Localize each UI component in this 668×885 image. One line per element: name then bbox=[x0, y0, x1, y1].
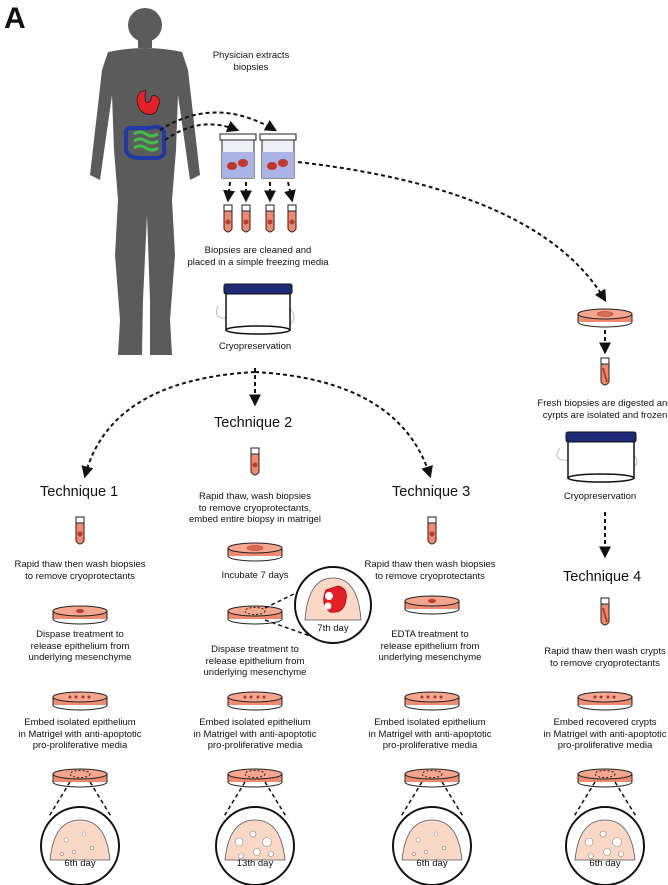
arrows-to-tubes bbox=[223, 181, 296, 203]
technique-2-step-4: Embed isolated epithelium in Matrigel wi… bbox=[193, 717, 317, 751]
technique-3-step-3: Embed isolated epithelium in Matrigel wi… bbox=[368, 717, 492, 751]
technique-1-organoid-zoom bbox=[40, 781, 120, 885]
technique-4-organoid-zoom bbox=[565, 781, 645, 885]
technique-3-tube bbox=[427, 516, 437, 545]
technique-4-step-1: Rapid thaw then wash crypts to remove cr… bbox=[544, 646, 666, 669]
freezing-tubes bbox=[223, 204, 297, 233]
technique-4-dish-culture bbox=[577, 768, 633, 788]
technique-4-tube bbox=[600, 597, 610, 626]
procedure-icons: 6th day 7th day 13th day 6th day 6th day bbox=[40, 308, 645, 885]
arrow-to-technique-3 bbox=[254, 371, 433, 479]
freezing-tube-4 bbox=[287, 204, 297, 233]
technique-1-step-2: Dispase treatment to release epithelium … bbox=[28, 629, 132, 663]
technique-2-inset-zoom bbox=[264, 566, 372, 644]
crypt-freezing-tube bbox=[600, 357, 610, 386]
day-label: 7th day bbox=[317, 623, 348, 634]
arrow-to-technique-1 bbox=[81, 371, 256, 479]
label-fresh-biopsies: Fresh biopsies are digested and cyrpts a… bbox=[537, 398, 668, 421]
biopsy-jar-1 bbox=[219, 133, 257, 179]
technique-2-step-1: Rapid thaw, wash biopsies to remove cryo… bbox=[188, 491, 321, 525]
technique-3-step-2: EDTA treatment to release epithelium fro… bbox=[378, 629, 482, 663]
technique-3-dish-embed bbox=[404, 691, 460, 711]
technique-2-tube bbox=[250, 447, 260, 476]
day-label: 6th day bbox=[416, 858, 447, 869]
technique-3-title: Technique 3 bbox=[392, 484, 471, 500]
label-physician: Physician extracts biopsies bbox=[212, 50, 290, 73]
technique-1-tube bbox=[75, 516, 85, 545]
technique-4-title: Technique 4 bbox=[563, 569, 642, 585]
technique-4-dish-embed bbox=[577, 691, 633, 711]
cryo-jar-right bbox=[556, 431, 638, 483]
technique-2-step-2: Incubate 7 days bbox=[221, 570, 289, 581]
technique-2-title: Technique 2 bbox=[214, 415, 293, 431]
technique-1-step-3: Embed isolated epithelium in Matrigel wi… bbox=[18, 717, 142, 751]
freezing-tube-2 bbox=[241, 204, 251, 233]
arrow-body-to-jar2 bbox=[159, 111, 278, 132]
technique-1-dish-culture bbox=[52, 768, 108, 788]
label-cryopreservation-right: Cryopreservation bbox=[563, 491, 637, 502]
freezing-tube-1 bbox=[223, 204, 233, 233]
day-label: 6th day bbox=[589, 858, 620, 869]
digestive-organs-icon bbox=[124, 89, 167, 160]
fresh-biopsy-dish bbox=[577, 308, 633, 328]
technique-2-dish-culture bbox=[227, 768, 283, 788]
technique-3-dish-culture bbox=[404, 768, 460, 788]
cryo-jar-left bbox=[216, 283, 295, 335]
technique-1-dish-dispase bbox=[52, 605, 108, 625]
day-label: 13th day bbox=[237, 858, 274, 869]
technique-3-step-1: Rapid thaw then wash biopsies to remove … bbox=[364, 559, 496, 582]
technique-1-title: Technique 1 bbox=[40, 484, 119, 500]
panel-label: A bbox=[4, 2, 26, 35]
technique-2-dish-embed bbox=[227, 691, 283, 711]
biopsy-jar-2 bbox=[259, 133, 297, 179]
technique-1-step-1: Rapid thaw then wash biopsies to remove … bbox=[14, 559, 146, 582]
day-label: 6th day bbox=[64, 858, 95, 869]
technique-2-step-3: Dispase treatment to release epithelium … bbox=[203, 644, 307, 678]
technique-1-dish-embed bbox=[52, 691, 108, 711]
freezing-tube-3 bbox=[265, 204, 275, 233]
technique-2-organoid-zoom bbox=[215, 781, 295, 885]
human-body-icon bbox=[90, 8, 200, 355]
arrow-to-fresh-dish bbox=[297, 161, 607, 303]
label-biopsies-cleaned: Biopsies are cleaned and placed in a sim… bbox=[187, 245, 329, 268]
technique-4-step-2: Embed recovered crypts in Matrigel with … bbox=[543, 717, 667, 751]
technique-2-dish-dispase bbox=[227, 605, 283, 625]
technique-3-organoid-zoom bbox=[392, 781, 472, 885]
technique-2-dish-incubate bbox=[227, 542, 283, 562]
technique-3-dish-edta bbox=[404, 595, 460, 615]
arrow-body-to-jar1 bbox=[164, 120, 240, 141]
label-cryopreservation-left: Cryopreservation bbox=[218, 341, 292, 352]
